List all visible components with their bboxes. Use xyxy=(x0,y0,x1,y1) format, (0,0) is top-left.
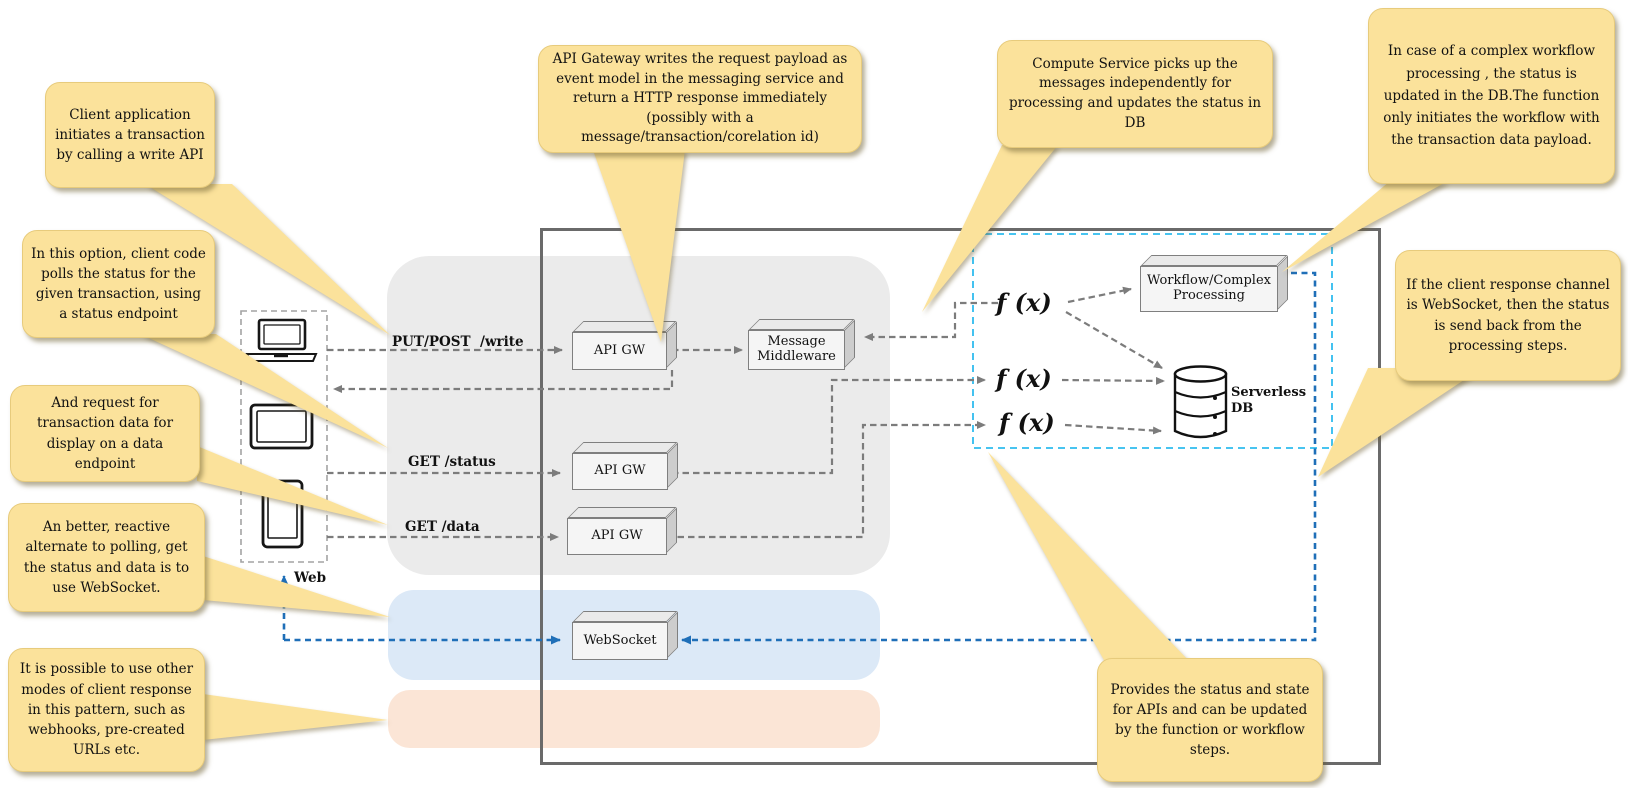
edge-function-to-workflow xyxy=(1067,286,1132,304)
tablet-icon xyxy=(249,403,314,450)
node-label: API GW xyxy=(591,528,643,544)
gray-connectors xyxy=(327,286,1165,541)
node-api-gw-write: API GW xyxy=(572,332,667,370)
node-message-middleware: Message Middleware xyxy=(748,330,845,370)
other-modes-lane-panel xyxy=(388,690,880,748)
edge-function3-to-db xyxy=(1064,423,1162,435)
callout-api-gateway-writes: API Gateway writes the request payload a… xyxy=(538,45,862,153)
callout-request-data: And request for transaction data for dis… xyxy=(10,385,200,482)
callout-text: Compute Service picks up the messages in… xyxy=(1008,55,1262,131)
edge-label-status: GET /status xyxy=(408,454,496,470)
laptop-icon xyxy=(245,318,318,362)
callout-text: Client application initiates a transacti… xyxy=(55,106,205,164)
web-group-label: Web xyxy=(294,570,327,586)
edge-data-to-function xyxy=(667,421,986,539)
node-websocket: WebSocket xyxy=(572,622,668,660)
callout-text: If the client response channel is WebSoc… xyxy=(1406,277,1610,354)
function-node-3: f (x) xyxy=(999,408,1055,437)
callout-text: And request for transaction data for dis… xyxy=(36,395,174,472)
edge-function-to-middleware xyxy=(864,301,998,341)
compute-zone-dashed-border xyxy=(972,233,1333,449)
smartphone-icon xyxy=(261,479,304,549)
callout-text: Provides the status and state for APIs a… xyxy=(1110,681,1310,759)
callout-websocket-alternate: An better, reactive alternate to polling… xyxy=(8,503,205,612)
node-label: API GW xyxy=(594,463,646,479)
node-api-gw-data: API GW xyxy=(567,518,667,555)
function-node-2: f (x) xyxy=(996,364,1052,393)
callout-provides-status: Provides the status and state for APIs a… xyxy=(1097,658,1323,782)
node-label: API GW xyxy=(593,342,646,358)
edge-function2-to-db xyxy=(1061,376,1165,385)
callout-text: API Gateway writes the request payload a… xyxy=(552,51,848,146)
serverless-db-label: Serverless DB xyxy=(1231,385,1307,417)
database-cylinder-icon xyxy=(1173,365,1228,439)
edge-label-write: PUT/POST /write xyxy=(392,334,524,350)
callout-websocket-response: If the client response channel is WebSoc… xyxy=(1395,250,1621,381)
callout-polling-status: In this option, client code polls the st… xyxy=(22,230,215,338)
callout-complex-workflow: In case of a complex workflow processing… xyxy=(1368,8,1615,184)
callout-text: In case of a complex workflow processing… xyxy=(1383,43,1600,149)
callout-other-modes: It is possible to use other modes of cli… xyxy=(8,648,205,772)
callout-compute-picks-up: Compute Service picks up the messages in… xyxy=(997,40,1273,148)
edge-http-response-return xyxy=(333,370,674,393)
edge-function1-to-db xyxy=(1065,311,1163,369)
node-label: WebSocket xyxy=(583,632,657,648)
edge-status-to-function xyxy=(672,376,986,475)
node-label: Workflow/Complex Processing xyxy=(1146,273,1271,303)
device-icons xyxy=(245,318,318,549)
node-api-gw-status: API GW xyxy=(572,453,668,490)
callout-text: An better, reactive alternate to polling… xyxy=(23,519,190,596)
callout-text: It is possible to use other modes of cli… xyxy=(19,661,194,759)
callout-text: In this option, client code polls the st… xyxy=(31,245,206,323)
callout-client-initiates: Client application initiates a transacti… xyxy=(45,82,215,188)
edge-label-data: GET /data xyxy=(405,519,480,535)
node-workflow-processing: Workflow/Complex Processing xyxy=(1140,266,1278,312)
function-node-1: f (x) xyxy=(996,288,1052,317)
node-label: Message Middleware xyxy=(757,334,836,364)
